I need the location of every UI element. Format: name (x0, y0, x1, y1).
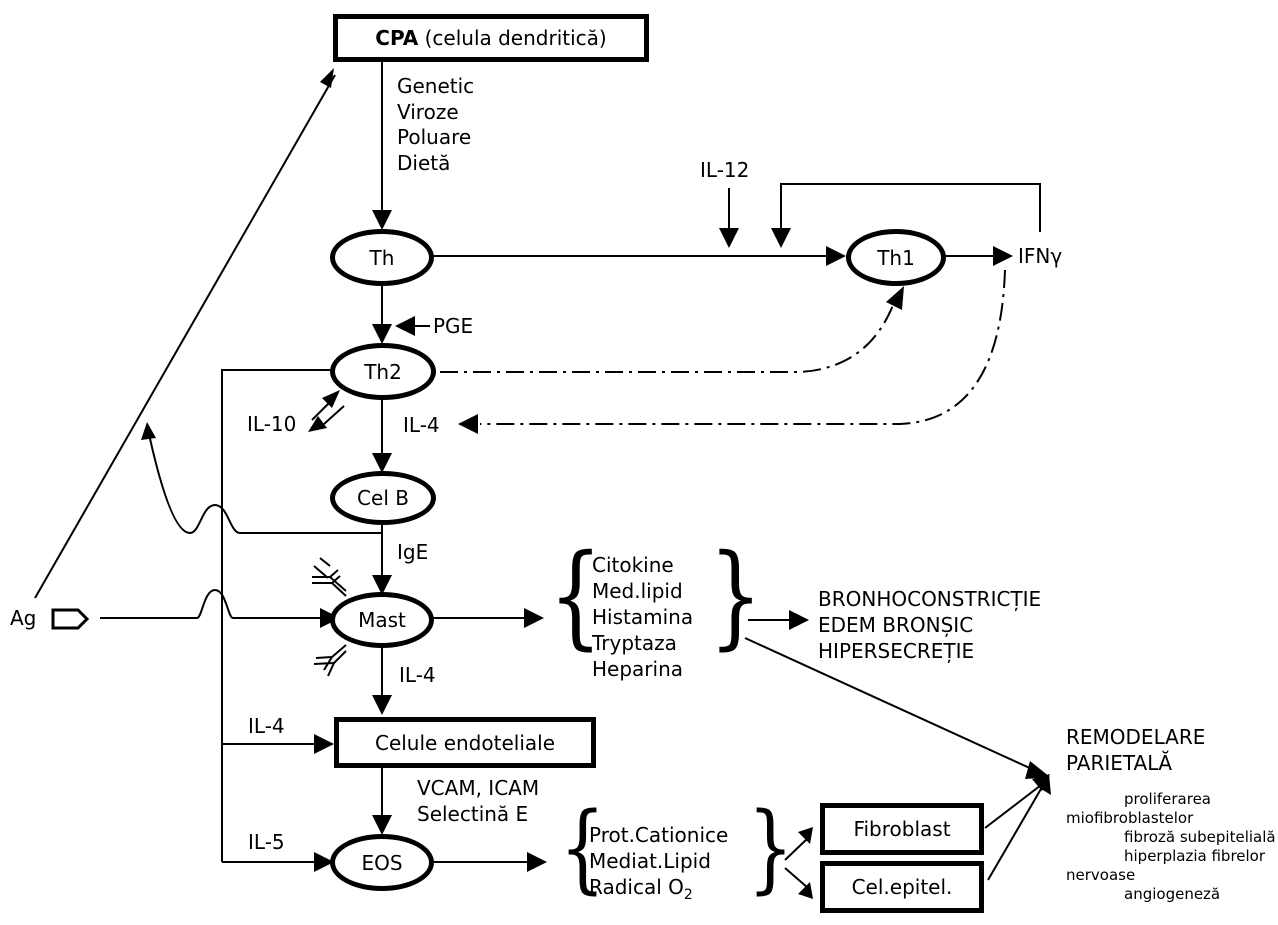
cpa-node: CPA (celula dendritică) (333, 14, 649, 62)
epithelial-node: Cel.epitel. (820, 861, 984, 913)
remodeling-title-line1: REMODELARE (1066, 725, 1206, 749)
antibody-icon-upper (312, 557, 347, 597)
eos-radical: Radical O2 (589, 874, 728, 908)
remodeling-details: proliferarea miofibroblastelor fibroză s… (1066, 790, 1276, 904)
eos-brace-left: { (559, 792, 606, 904)
dashdot-ifn-il4 (480, 269, 1006, 425)
arrow-ag-mast (100, 588, 325, 619)
eos-label: EOS (361, 850, 403, 875)
remodel-detail-4: hiperplazia fibrelor (1124, 847, 1266, 865)
ige-label: IgE (397, 540, 429, 564)
th-node: Th (330, 229, 434, 286)
fibroblast-label: Fibroblast (853, 817, 951, 841)
eos-mediators-list: Prot.Cationice Mediat.Lipid Radical O2 (589, 822, 728, 908)
il4-left-label: IL-4 (248, 714, 285, 738)
th2-left-bus (221, 369, 330, 862)
eos-node: EOS (330, 834, 434, 891)
il10-label: IL-10 (247, 412, 297, 436)
eos-prot-cationice: Prot.Cationice (589, 823, 729, 847)
th1-node: Th1 (846, 229, 946, 286)
effect-hipersecretie: HIPERSECREȚIE (818, 639, 975, 663)
risk-factors-list: Genetic Viroze Poluare Dietă (397, 74, 474, 176)
remodel-detail-3: fibroză subepitelială (1124, 828, 1276, 846)
th-label: Th (369, 245, 395, 270)
arrow-il10-out (323, 405, 345, 425)
mast-label: Mast (358, 608, 406, 632)
cpa-bold-label: CPA (375, 26, 419, 50)
il12-label: IL-12 (700, 158, 750, 182)
remodeling-title: REMODELARE PARIETALĂ (1066, 724, 1205, 776)
eos-radical-text: Radical O (589, 875, 684, 899)
antigen-icon (51, 608, 90, 630)
ifn-label: IFNγ (1018, 244, 1063, 268)
th2-node: Th2 (330, 343, 436, 400)
arrow-mediators-remodeling (744, 637, 1046, 776)
mast-mediators-list: Citokine Med.lipid Histamina Tryptaza He… (592, 552, 693, 682)
mediator-citokine: Citokine (592, 553, 674, 577)
pge-label: PGE (433, 314, 474, 338)
mediator-histamina: Histamina (592, 605, 694, 629)
remodel-detail-2: miofibroblastelor (1066, 809, 1194, 827)
remodel-detail-1: proliferarea (1124, 790, 1211, 808)
eos-mediat-lipid: Mediat.Lipid (589, 849, 711, 873)
celb-feedback-arrow (146, 424, 382, 535)
arrow-ag-cpa (34, 74, 336, 599)
mediator-med-lipid: Med.lipid (592, 579, 683, 603)
il5-left-label: IL-5 (248, 830, 285, 854)
factor-viroze: Viroze (397, 99, 459, 124)
factor-dieta: Dietă (397, 150, 451, 175)
effect-edem: EDEM BRONȘIC (818, 613, 974, 637)
vcam-label: VCAM, ICAM (417, 776, 540, 800)
mediator-tryptaza: Tryptaza (592, 631, 677, 655)
mast-brace-left: { (548, 531, 603, 661)
remodel-detail-6: angiogeneză (1124, 885, 1221, 903)
ifn-feedback-loop (780, 183, 1041, 232)
airway-effects-list: BRONHOCONSTRICȚIE EDEM BRONȘIC HIPERSECR… (818, 586, 1041, 664)
selectin-label: Selectină E (417, 802, 529, 826)
cpa-rest-label: (celula dendritică) (418, 26, 607, 50)
mediator-heparina: Heparina (592, 657, 684, 681)
il4-mast-label: IL-4 (399, 663, 436, 687)
endothelial-node: Celule endoteliale (334, 717, 596, 768)
th2-label: Th2 (364, 359, 402, 384)
remodeling-title-line2: PARIETALĂ (1066, 751, 1173, 775)
remodel-detail-5: nervoase (1066, 866, 1136, 884)
il4-th2-label: IL-4 (403, 413, 440, 437)
fibroblast-node: Fibroblast (820, 803, 984, 855)
cel-b-node: Cel B (330, 471, 436, 525)
dashdot-th2-th1 (440, 299, 896, 373)
fork-to-epithelial (784, 867, 809, 889)
fork-to-fibroblast (784, 837, 809, 861)
adhesion-molecules: VCAM, ICAM Selectină E (417, 775, 539, 827)
epithelial-label: Cel.epitel. (851, 875, 953, 899)
mast-node: Mast (330, 592, 434, 648)
arrow-fibroblast-remodeling (984, 781, 1046, 829)
effect-bronhoconstrictie: BRONHOCONSTRICȚIE (818, 587, 1042, 611)
eos-radical-subscript: 2 (683, 887, 693, 903)
factor-genetic: Genetic (397, 74, 475, 98)
factor-poluare: Poluare (397, 125, 472, 149)
endothelial-label: Celule endoteliale (374, 730, 555, 755)
cel-b-label: Cel B (357, 486, 409, 510)
mast-brace-right: } (708, 531, 763, 661)
ag-label: Ag (10, 606, 37, 630)
arrow-epithelial-remodeling (987, 781, 1046, 881)
eos-brace-right: } (747, 792, 794, 904)
antibody-icon-lower (313, 644, 347, 677)
th1-label: Th1 (877, 245, 915, 270)
